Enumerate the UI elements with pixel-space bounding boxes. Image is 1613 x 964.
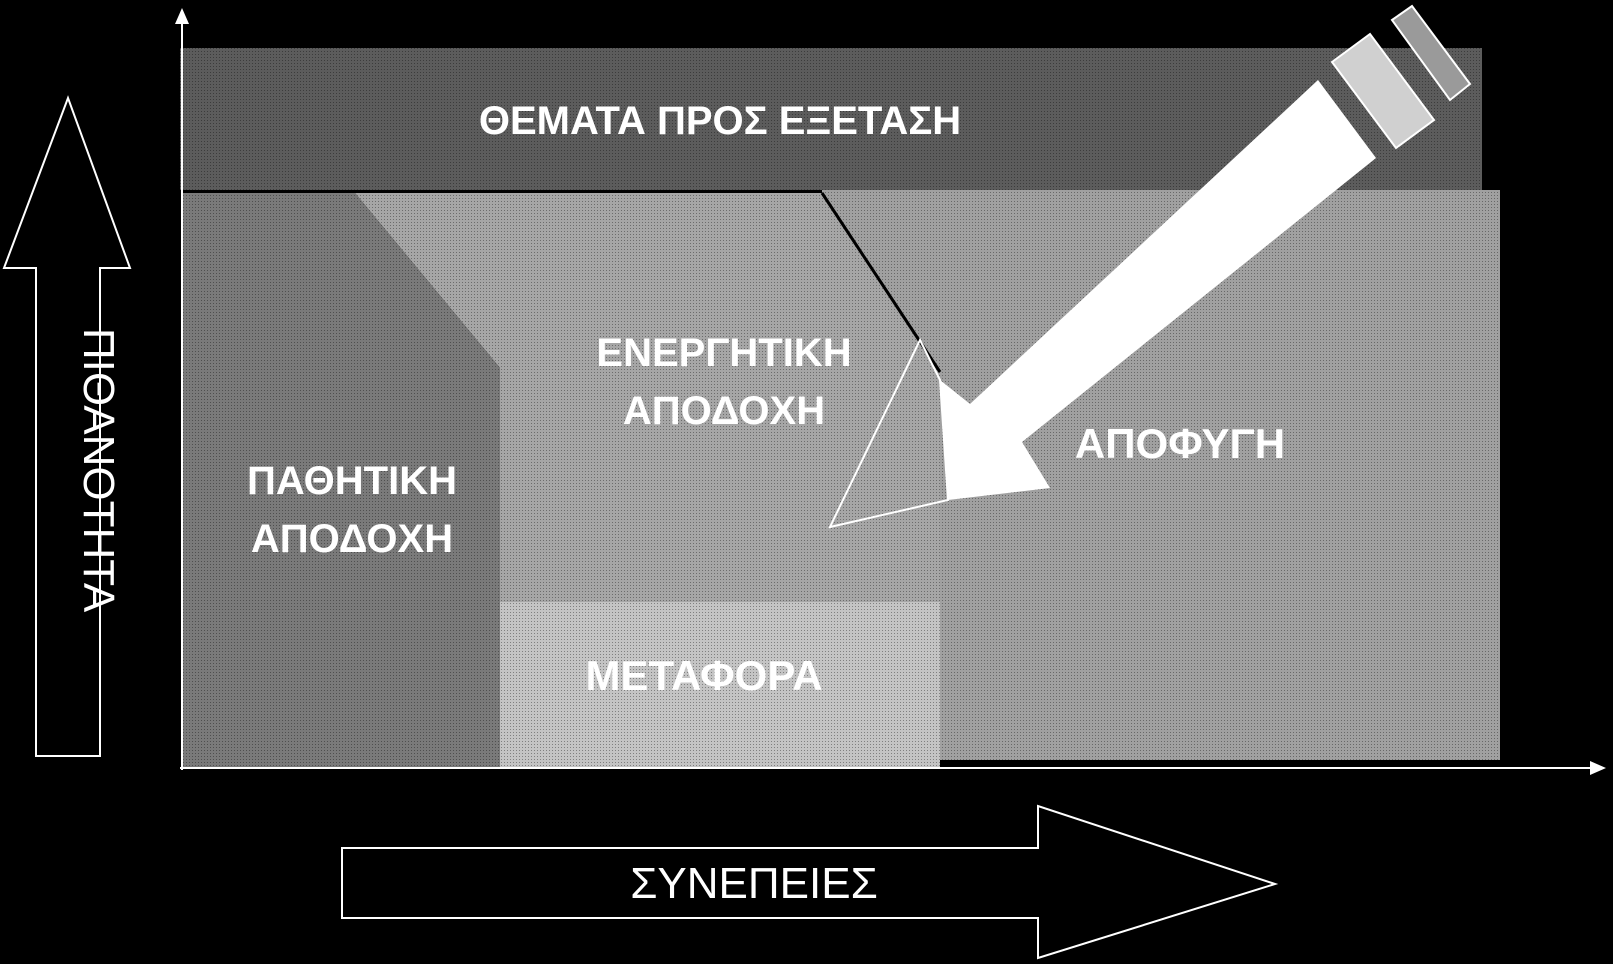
active-acceptance-line1: ΕΝΕΡΓΗΤΙΚΗ xyxy=(596,331,851,375)
passive-acceptance-line2: ΑΠΟΔΟΧΗ xyxy=(251,517,453,561)
active-acceptance-line2: ΑΠΟΔΟΧΗ xyxy=(623,389,825,433)
right-arrow-icon xyxy=(341,804,1279,960)
pencil-icon xyxy=(1330,4,1472,150)
avoidance-label: ΑΠΟΦΥΓΗ xyxy=(1075,420,1285,467)
up-arrow-icon xyxy=(2,95,132,757)
y-axis xyxy=(175,8,189,770)
top-band-label: ΘΕΜΑΤΑ ΠΡΟΣ ΕΞΕΤΑΣΗ xyxy=(479,99,961,143)
transfer-label: ΜΕΤΑΦΟΡΑ xyxy=(585,652,822,699)
x-axis xyxy=(180,761,1606,775)
y-axis-label: ΠΙΘΑΝΟΤΗΤΑ xyxy=(74,328,123,613)
x-axis-label: ΣΥΝΕΠΕΙΕΣ xyxy=(630,859,878,908)
big-diagonal-arrow xyxy=(828,80,1376,529)
passive-acceptance-line1: ΠΑΘΗΤΙΚΗ xyxy=(247,459,457,503)
